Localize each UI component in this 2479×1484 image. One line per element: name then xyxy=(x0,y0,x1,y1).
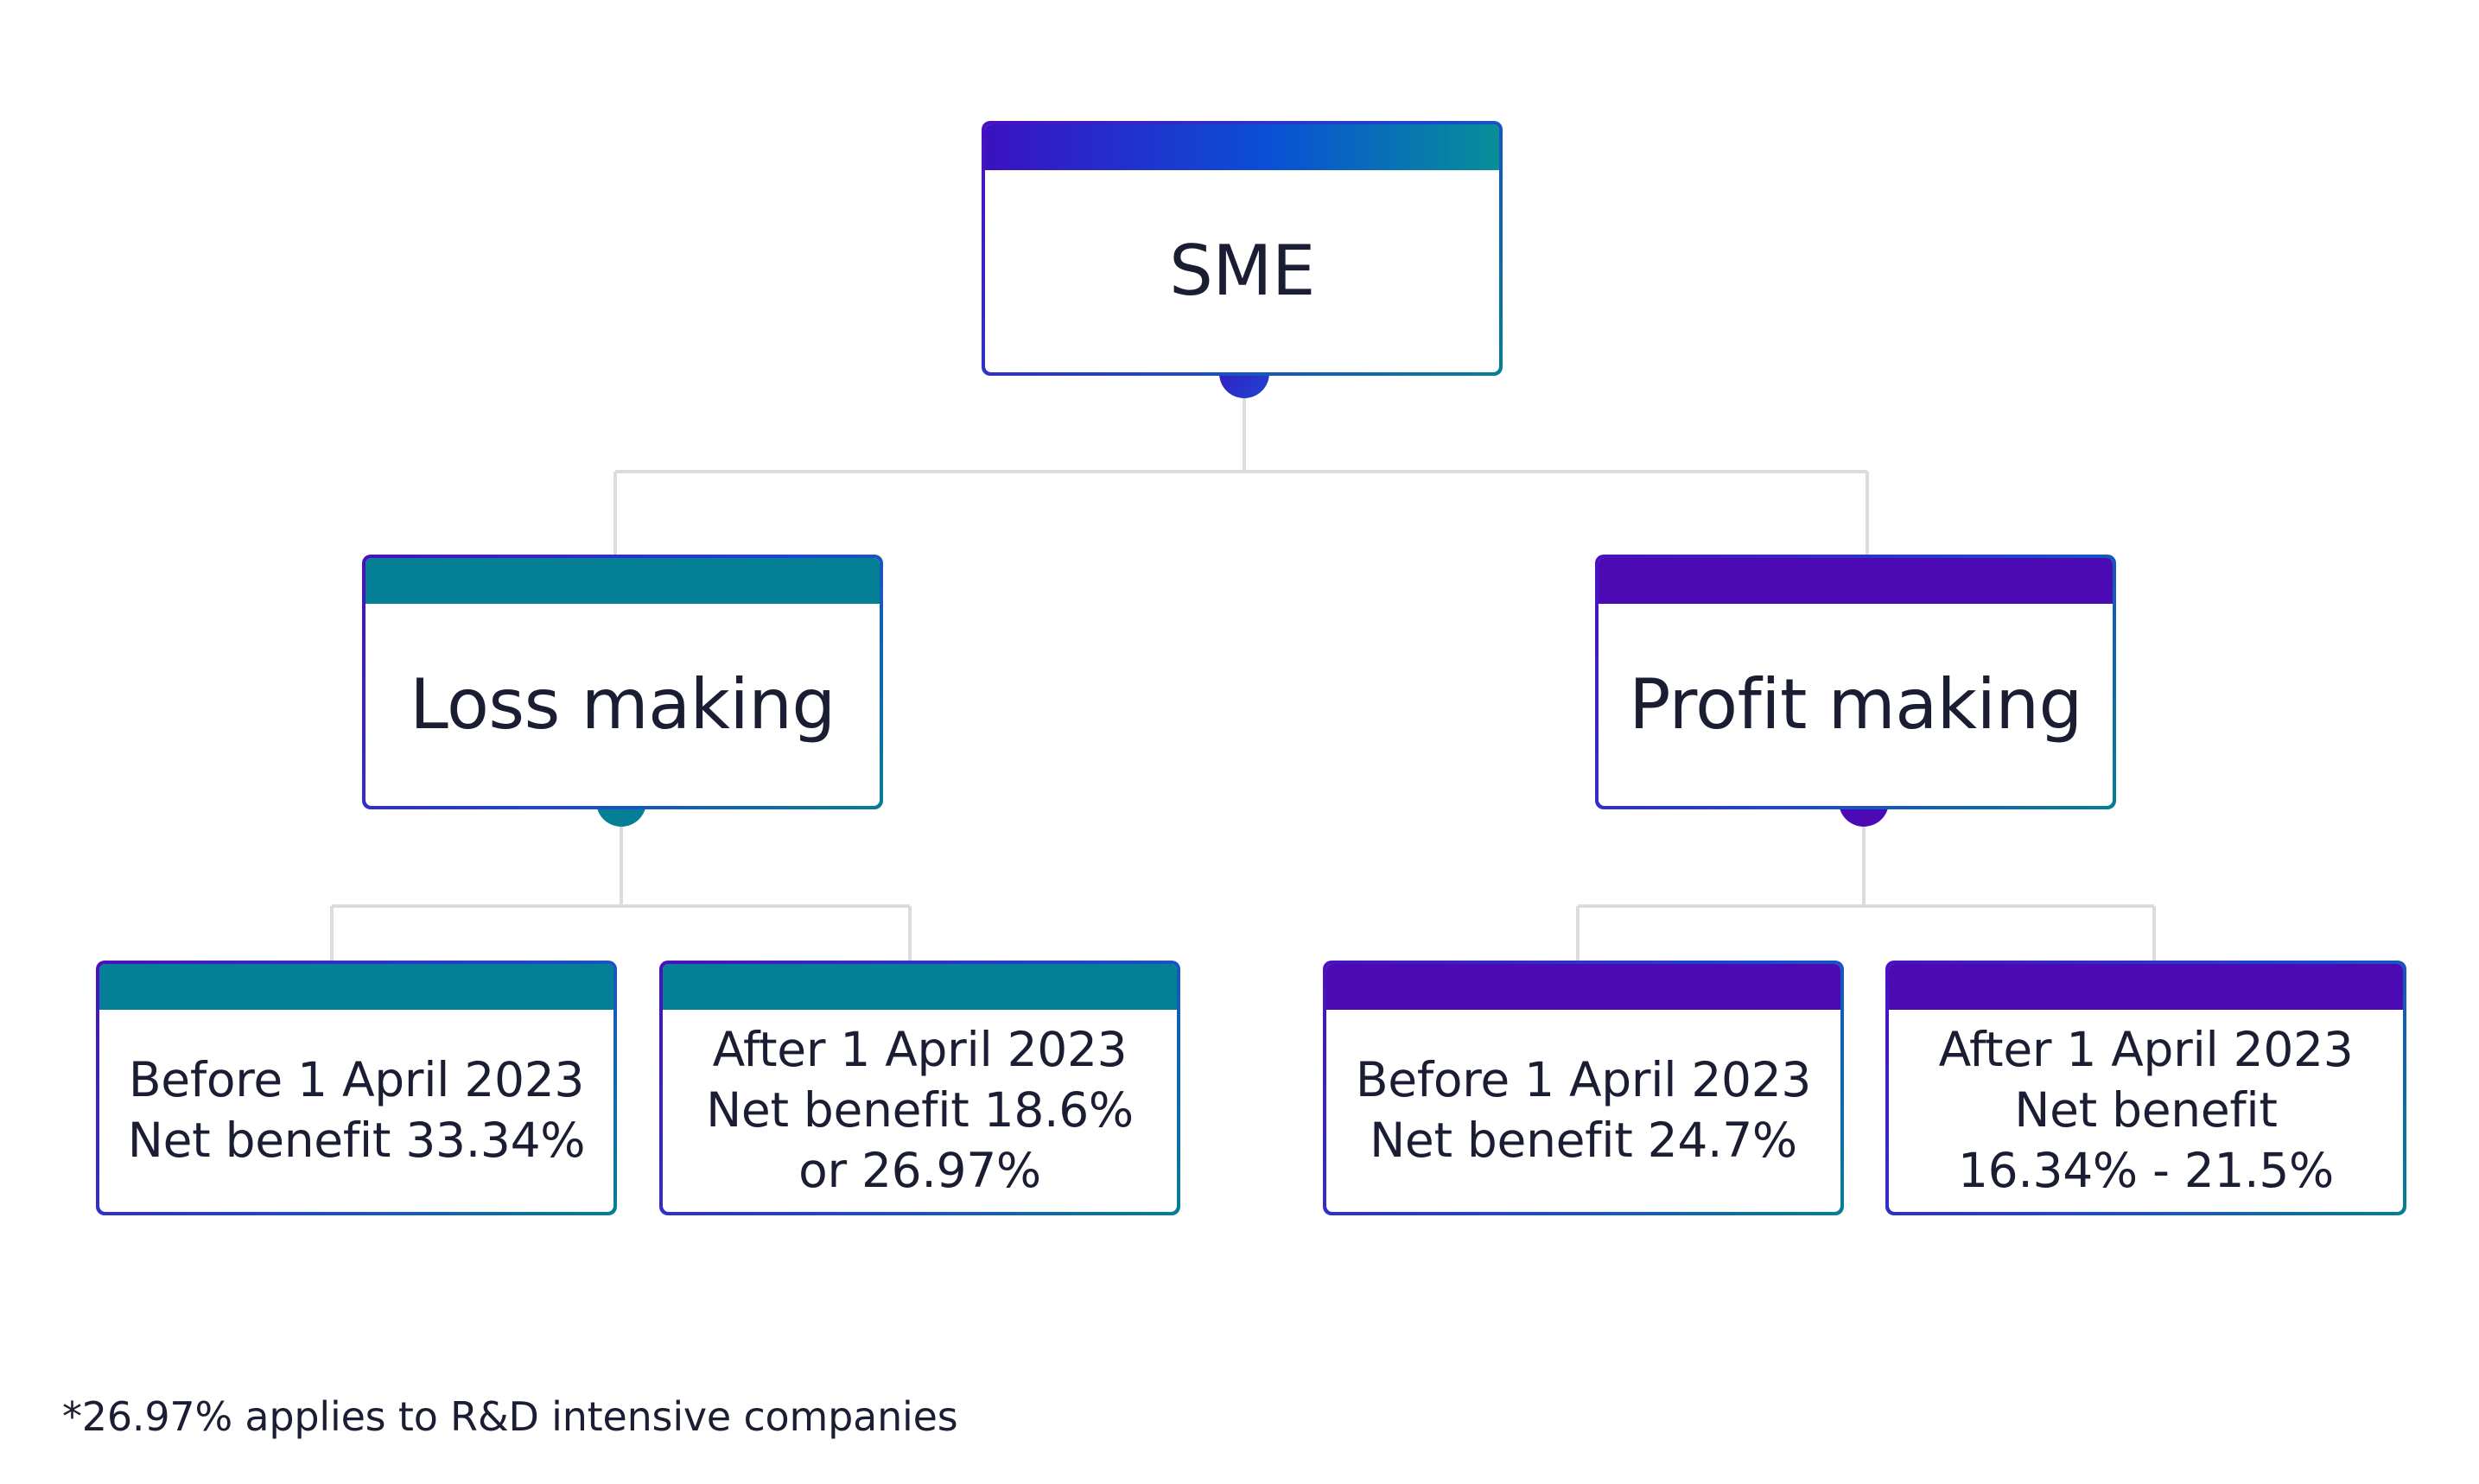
loss-before-node-body: Before 1 April 2023 Net benefit 33.34% xyxy=(99,1010,613,1212)
profit-before-node-header xyxy=(1326,964,1840,1010)
profit-making-title: Profit making xyxy=(1629,664,2082,745)
loss-making-node-box: Loss making xyxy=(365,558,880,806)
sme-node-body: SME xyxy=(985,170,1499,372)
loss-before-text: Before 1 April 2023 Net benefit 33.34% xyxy=(127,1052,586,1168)
loss-after-node-header xyxy=(663,964,1177,1010)
sme-title: SME xyxy=(1169,231,1315,311)
profit-making-node: Profit making xyxy=(1595,555,2116,809)
root-connector xyxy=(613,380,1869,555)
loss-connector xyxy=(330,808,912,961)
profit-after-node-header xyxy=(1889,964,2403,1010)
sme-node: SME xyxy=(982,121,1503,376)
profit-after-node-box: After 1 April 2023 Net benefit 16.34% - … xyxy=(1889,964,2403,1212)
profit-connector xyxy=(1576,808,2156,961)
profit-before-node-body: Before 1 April 2023 Net benefit 24.7% xyxy=(1326,1010,1840,1212)
loss-making-node-header xyxy=(365,558,880,604)
sme-node-box: SME xyxy=(985,124,1499,372)
loss-before-node-box: Before 1 April 2023 Net benefit 33.34% xyxy=(99,964,613,1212)
loss-making-node: Loss making xyxy=(362,555,883,809)
profit-after-node: After 1 April 2023 Net benefit 16.34% - … xyxy=(1885,961,2406,1215)
profit-before-node-box: Before 1 April 2023 Net benefit 24.7% xyxy=(1326,964,1840,1212)
loss-making-title: Loss making xyxy=(410,664,836,745)
loss-making-node-body: Loss making xyxy=(365,604,880,806)
loss-after-node-box: After 1 April 2023 Net benefit 18.6% or … xyxy=(663,964,1177,1212)
profit-after-node-body: After 1 April 2023 Net benefit 16.34% - … xyxy=(1889,1010,2403,1212)
loss-after-node-body: After 1 April 2023 Net benefit 18.6% or … xyxy=(663,1010,1177,1212)
profit-after-text: After 1 April 2023 Net benefit 16.34% - … xyxy=(1938,1022,2354,1198)
profit-before-node: Before 1 April 2023 Net benefit 24.7% xyxy=(1323,961,1844,1215)
profit-before-text: Before 1 April 2023 Net benefit 24.7% xyxy=(1355,1052,1812,1168)
footnote: *26.97% applies to R&D intensive compani… xyxy=(62,1393,958,1440)
profit-making-node-body: Profit making xyxy=(1599,604,2113,806)
sme-node-header xyxy=(985,124,1499,170)
profit-making-node-header xyxy=(1599,558,2113,604)
loss-before-node: Before 1 April 2023 Net benefit 33.34% xyxy=(96,961,617,1215)
profit-making-node-box: Profit making xyxy=(1599,558,2113,806)
loss-after-node: After 1 April 2023 Net benefit 18.6% or … xyxy=(659,961,1180,1215)
loss-after-text: After 1 April 2023 Net benefit 18.6% or … xyxy=(706,1022,1134,1198)
loss-before-node-header xyxy=(99,964,613,1010)
